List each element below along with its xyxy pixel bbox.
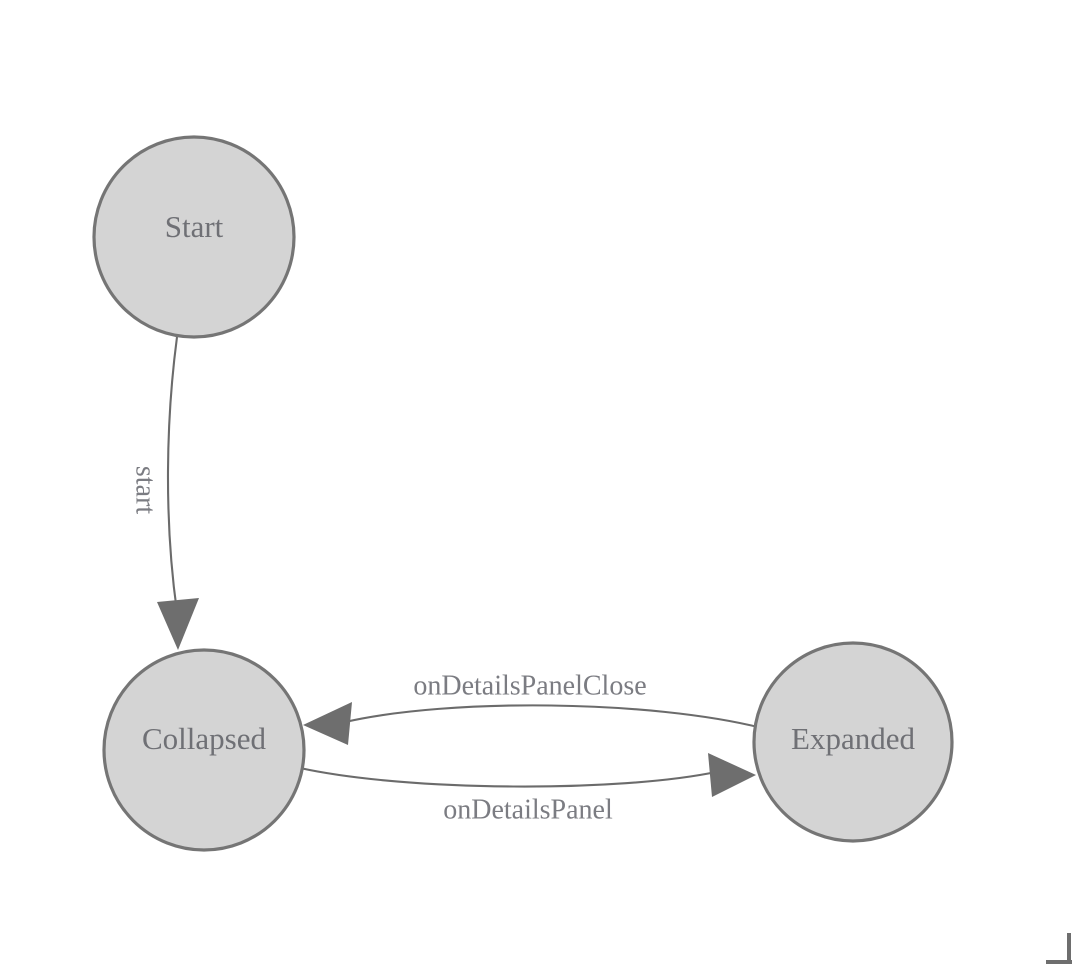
edge-collapsed-to-expanded-arrowhead xyxy=(708,753,756,797)
edge-start-to-collapsed-arrowhead xyxy=(157,598,199,650)
node-expanded[interactable]: Expanded xyxy=(752,641,954,843)
edge-expanded-to-collapsed-arrowhead xyxy=(303,702,352,745)
viewport-corner-mark xyxy=(1046,933,1072,964)
node-expanded-circle xyxy=(752,641,954,843)
edge-start-to-collapsed[interactable]: start xyxy=(130,336,199,650)
edge-label-ondetailspanelclose: onDetailsPanelClose xyxy=(413,670,646,701)
node-start-circle xyxy=(92,135,296,339)
edge-expanded-to-collapsed[interactable]: onDetailsPanelClose xyxy=(303,670,763,745)
edge-start-to-collapsed-path xyxy=(166,336,179,613)
node-expanded-label: Expanded xyxy=(791,721,915,756)
node-collapsed-label: Collapsed xyxy=(142,721,266,756)
edge-collapsed-to-expanded-path xyxy=(299,766,717,788)
edge-label-ondetailspanel: onDetailsPanel xyxy=(443,794,613,825)
edge-collapsed-to-expanded[interactable]: onDetailsPanel xyxy=(299,753,756,825)
node-start[interactable]: Start xyxy=(92,135,296,339)
node-collapsed-circle xyxy=(102,648,306,852)
edge-expanded-to-collapsed-path xyxy=(344,704,763,730)
edge-label-start: start xyxy=(130,466,161,514)
node-start-label: Start xyxy=(165,209,224,244)
node-collapsed[interactable]: Collapsed xyxy=(102,648,306,852)
